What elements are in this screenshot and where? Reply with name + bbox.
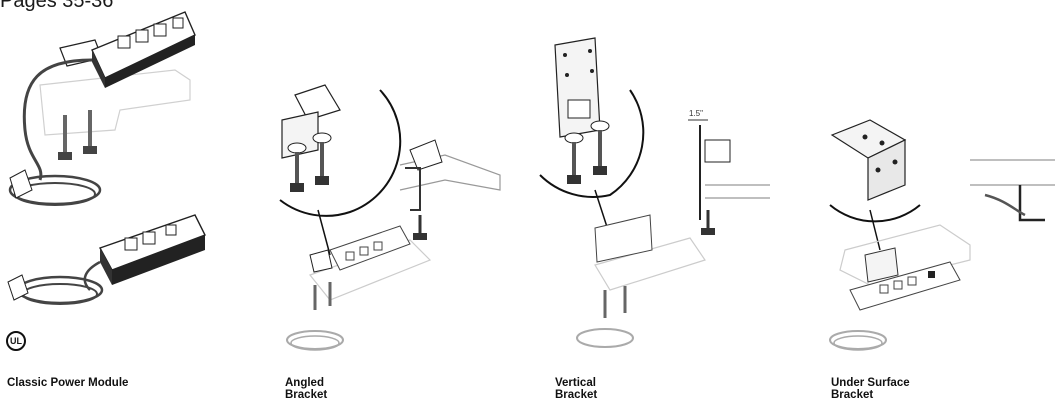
panel-vertical-bracket: 1.5" Vertical Bracket (539, 0, 810, 403)
angled-bracket-illustration (279, 84, 501, 351)
panel-angled-bracket: Angled Bracket (270, 0, 540, 403)
ul-certification-icon: UL (6, 331, 26, 351)
caption-vertical-bracket: Vertical Bracket (555, 377, 598, 401)
caption-under-surface-bracket: Under Surface Bracket (831, 377, 910, 401)
vertical-bracket-illustration: 1.5" (539, 37, 770, 348)
panel-classic-power-module: UL Classic Power Module (0, 0, 260, 403)
classic-power-module-illustration (7, 11, 206, 305)
panel-under-surface-bracket: Under Surface Bracket (810, 0, 1055, 403)
vertical-dimension-label: 1.5" (689, 109, 703, 118)
under-surface-bracket-illustration (829, 119, 1055, 351)
caption-angled-bracket: Angled Bracket (285, 377, 328, 401)
caption-classic-power-module: Classic Power Module (7, 377, 129, 389)
page-reference: Pages 35-36 (0, 0, 114, 12)
